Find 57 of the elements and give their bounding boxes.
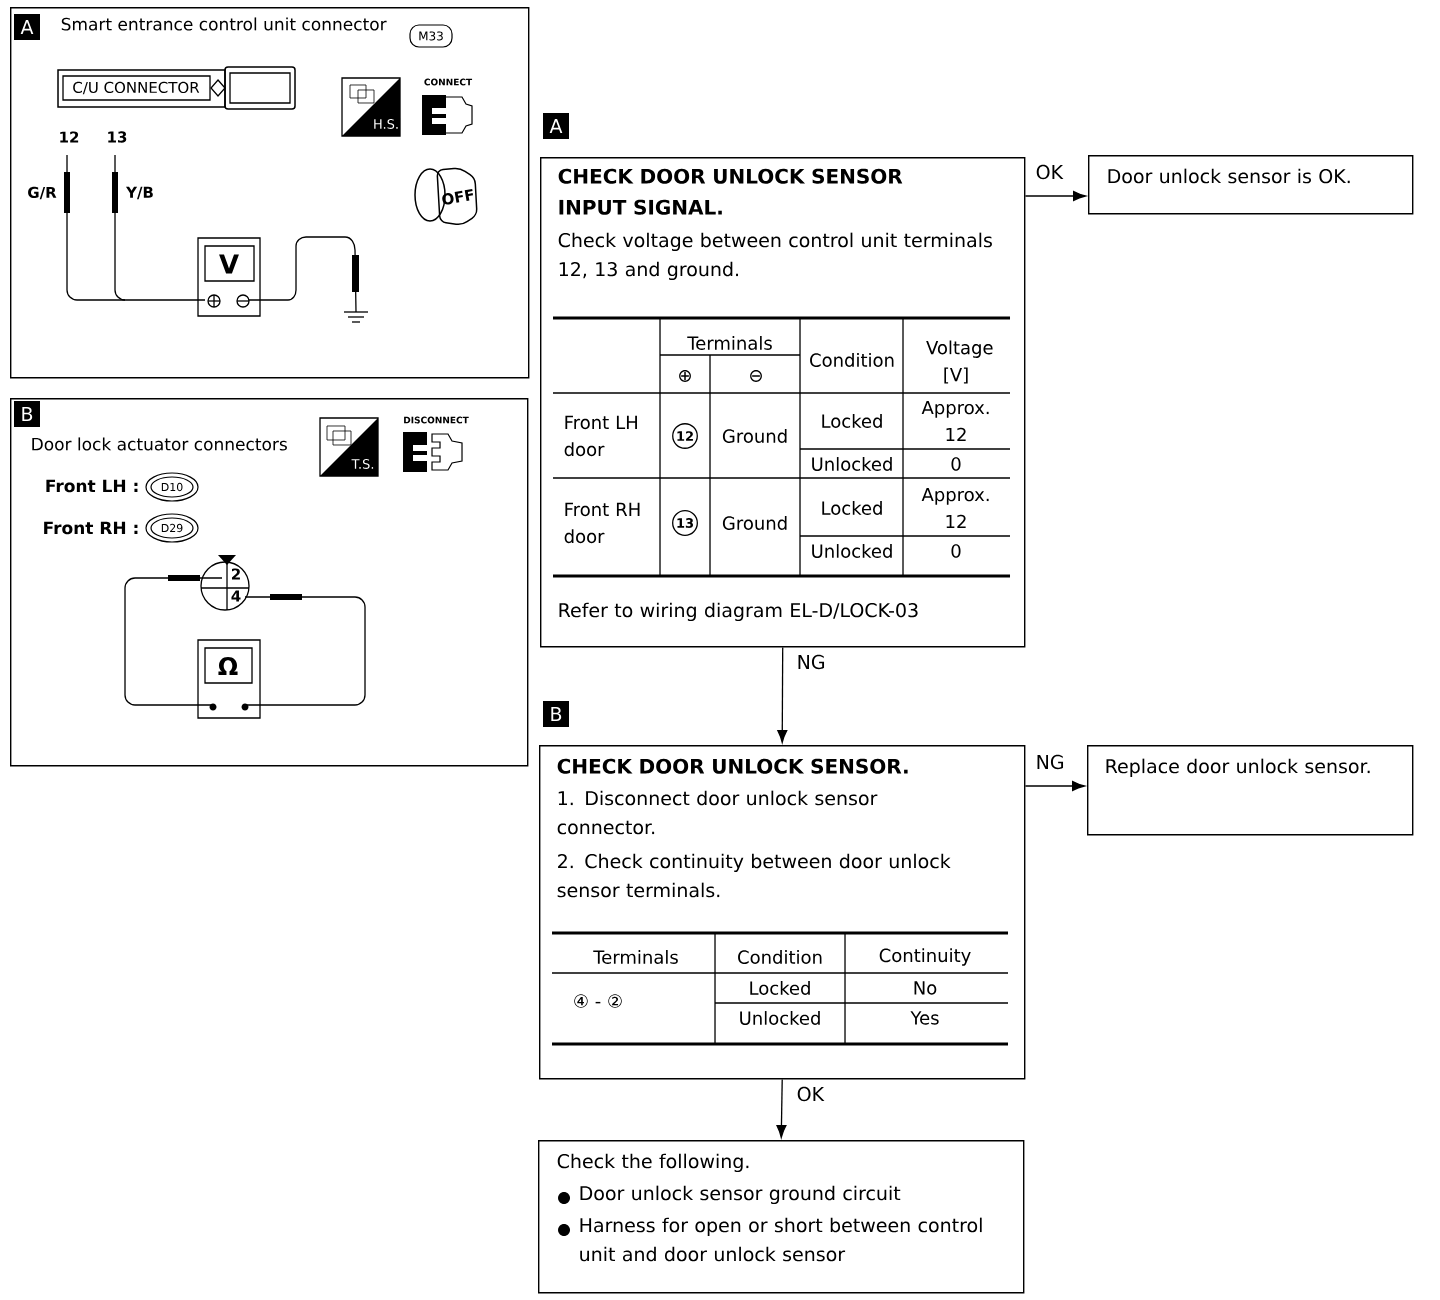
table-cell: Front LH door bbox=[564, 415, 637, 457]
table-cell: Unlocked bbox=[740, 1011, 820, 1025]
wire-color-label: Y/B bbox=[126, 186, 153, 200]
table-cell: ⊖ bbox=[750, 370, 762, 382]
step-note: Refer to wiring diagram EL-D/LOCK-03 bbox=[559, 602, 918, 622]
edge-label: OK bbox=[795, 1085, 826, 1103]
wire-color-label: G/R bbox=[28, 186, 57, 200]
result-box: Replace door unlock sensor. bbox=[1087, 745, 1414, 836]
table-cell: Voltage [V] bbox=[926, 340, 993, 384]
table-cell: Locked bbox=[822, 414, 882, 428]
connector-code-badge: M33 bbox=[409, 24, 453, 48]
table-cell: Approx. 12 bbox=[921, 400, 989, 442]
table-cell: Locked bbox=[750, 981, 810, 995]
table-cell: ④ - ② bbox=[574, 994, 622, 1008]
circled-number: 12 bbox=[672, 423, 698, 449]
disconnect-label: DISCONNECT bbox=[404, 416, 469, 424]
pin-number: 2 bbox=[232, 568, 240, 580]
pin-number: 4 bbox=[231, 590, 241, 602]
table-cell: Yes bbox=[910, 1011, 939, 1025]
table-cell: 0 bbox=[951, 457, 961, 471]
meter-display-label: V bbox=[219, 254, 239, 274]
edge-label: NG bbox=[795, 653, 827, 671]
table-cell: Condition bbox=[738, 950, 822, 964]
table-cell: Unlocked bbox=[812, 457, 892, 471]
table-cell: Condition bbox=[810, 353, 894, 367]
meter-display-label: Ω bbox=[218, 657, 238, 675]
connector-label: Front LH : bbox=[46, 479, 138, 493]
connect-label: CONNECT bbox=[424, 78, 473, 86]
terminal-number: 13 bbox=[108, 131, 127, 143]
table-cell: No bbox=[914, 981, 937, 995]
table-cell: Approx. 12 bbox=[921, 487, 989, 529]
table-cell: Ground bbox=[722, 429, 787, 443]
result-box: Check the following. Door unlock sensor ground circuit Harness for open or short between control unit and door unlock sensor bbox=[538, 1140, 1025, 1294]
step-letter: A bbox=[543, 113, 569, 139]
table-cell: ⊕ bbox=[679, 370, 691, 382]
result-box: Door unlock sensor is OK. bbox=[1088, 155, 1414, 215]
arrow bbox=[1024, 780, 1085, 792]
arrow bbox=[777, 646, 788, 743]
table-cell: Terminals bbox=[593, 950, 678, 964]
connector-tag: C/U CONNECTOR bbox=[57, 66, 296, 110]
connector-label: Front RH : bbox=[44, 521, 138, 535]
arrow bbox=[1024, 190, 1086, 202]
arrow bbox=[776, 1078, 787, 1138]
table-cell: Locked bbox=[822, 501, 882, 515]
table-cell: 0 bbox=[951, 544, 961, 558]
step-letter: B bbox=[543, 701, 569, 727]
circled-number: 13 bbox=[672, 510, 698, 536]
table-cell: Ground bbox=[722, 516, 787, 530]
edge-label: NG bbox=[1034, 753, 1066, 771]
terminal-number: 12 bbox=[60, 131, 79, 143]
connector-code-badge: D29 bbox=[145, 513, 199, 543]
table-cell: Front RH door bbox=[564, 502, 640, 544]
edge-label: OK bbox=[1034, 163, 1065, 181]
table-cell: Unlocked bbox=[812, 544, 892, 558]
table-cell: Terminals bbox=[687, 336, 772, 350]
connector-code-badge: D10 bbox=[145, 472, 199, 502]
table-cell: Continuity bbox=[879, 948, 971, 966]
